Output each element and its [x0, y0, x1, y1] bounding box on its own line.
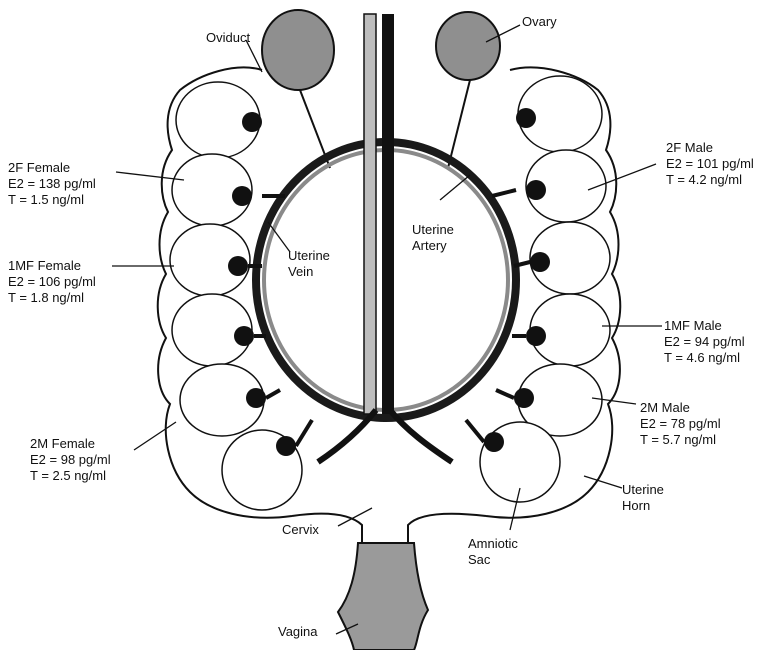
right-fetuses — [480, 76, 610, 502]
ovary-label: Ovary — [522, 14, 557, 30]
placenta — [514, 388, 534, 408]
uterine-artery-label: Uterine Artery — [412, 222, 454, 254]
uterine-artery-label-line2: Artery — [412, 238, 454, 254]
uterine-artery-trunk — [382, 14, 394, 414]
f2-female-t: T = 1.5 ng/ml — [8, 192, 96, 208]
right-ovary-ligament — [448, 80, 470, 168]
placenta — [530, 252, 550, 272]
f2-female-label: 2F Female E2 = 138 pg/ml T = 1.5 ng/ml — [8, 160, 96, 208]
right-ovary — [436, 12, 500, 80]
f2-male-t: T = 4.2 ng/ml — [666, 172, 754, 188]
uterine-horn-label-line1: Uterine — [622, 482, 664, 498]
left-ovary — [262, 10, 334, 90]
uterine-vein-label-line2: Vein — [288, 264, 330, 280]
placenta — [242, 112, 262, 132]
vagina-label: Vagina — [278, 624, 318, 640]
f2-male-label: 2F Male E2 = 101 pg/ml T = 4.2 ng/ml — [666, 140, 754, 188]
placenta — [516, 108, 536, 128]
f1mf-female-e2: E2 = 106 pg/ml — [8, 274, 96, 290]
vessel-branch-right — [390, 410, 452, 462]
m2-male-t: T = 5.7 ng/ml — [640, 432, 721, 448]
left-fetuses — [170, 82, 302, 510]
f1mf-female-t: T = 1.8 ng/ml — [8, 290, 96, 306]
placenta — [276, 436, 296, 456]
f1mf-female-title: 1MF Female — [8, 258, 96, 274]
mf1-male-label: 1MF Male E2 = 94 pg/ml T = 4.6 ng/ml — [664, 318, 745, 366]
placenta — [234, 326, 254, 346]
m2-female-e2: E2 = 98 pg/ml — [30, 452, 111, 468]
placenta — [246, 388, 266, 408]
cervix — [292, 514, 486, 545]
oviduct-label: Oviduct — [206, 30, 250, 46]
m2-male-title: 2M Male — [640, 400, 721, 416]
f2-male-e2: E2 = 101 pg/ml — [666, 156, 754, 172]
placenta — [228, 256, 248, 276]
mf1-male-e2: E2 = 94 pg/ml — [664, 334, 745, 350]
uterine-vein-label: Uterine Vein — [288, 248, 330, 280]
uterine-vein-trunk — [364, 14, 376, 414]
uterine-horn-label-line2: Horn — [622, 498, 664, 514]
uterine-vein-label-line1: Uterine — [288, 248, 330, 264]
amniotic-sac-label: Amniotic Sac — [468, 536, 518, 568]
cervix-label: Cervix — [282, 522, 319, 538]
mf1-male-t: T = 4.6 ng/ml — [664, 350, 745, 366]
placenta — [232, 186, 252, 206]
vessel-branch-left — [318, 410, 376, 462]
mf1-male-title: 1MF Male — [664, 318, 745, 334]
placenta — [484, 432, 504, 452]
placenta — [526, 180, 546, 200]
m2-female-label: 2M Female E2 = 98 pg/ml T = 2.5 ng/ml — [30, 436, 111, 484]
f2-male-title: 2F Male — [666, 140, 754, 156]
amniotic-sac-label-line2: Sac — [468, 552, 518, 568]
f1mf-female-label: 1MF Female E2 = 106 pg/ml T = 1.8 ng/ml — [8, 258, 96, 306]
vagina — [338, 543, 428, 650]
m2-female-t: T = 2.5 ng/ml — [30, 468, 111, 484]
m2-male-e2: E2 = 78 pg/ml — [640, 416, 721, 432]
m2-male-label: 2M Male E2 = 78 pg/ml T = 5.7 ng/ml — [640, 400, 721, 448]
uterine-artery-label-line1: Uterine — [412, 222, 454, 238]
f2-female-title: 2F Female — [8, 160, 96, 176]
m2-female-title: 2M Female — [30, 436, 111, 452]
placenta — [526, 326, 546, 346]
amniotic-sac-label-line1: Amniotic — [468, 536, 518, 552]
f2-female-e2: E2 = 138 pg/ml — [8, 176, 96, 192]
uterine-horn-label: Uterine Horn — [622, 482, 664, 514]
